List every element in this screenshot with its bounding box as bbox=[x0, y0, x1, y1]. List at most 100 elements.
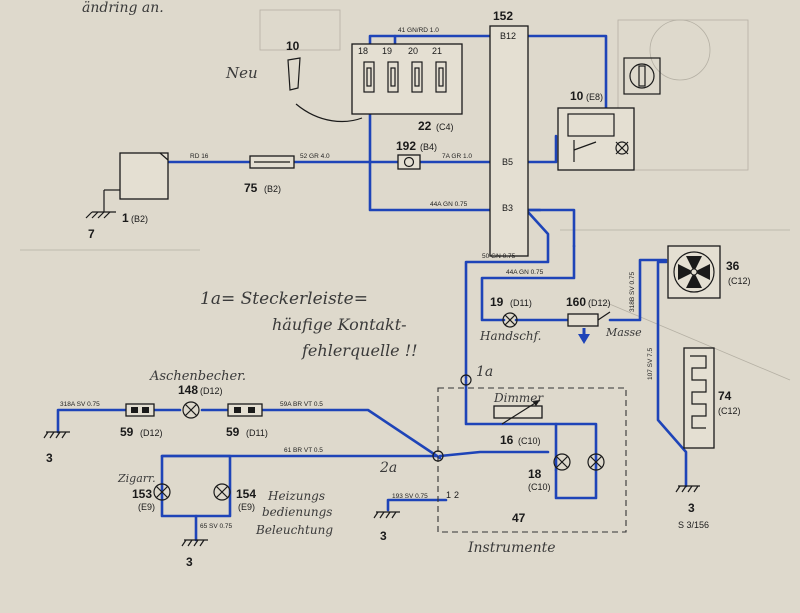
neu-note: Neu bbox=[225, 64, 258, 82]
lamp-18-num: 18 bbox=[528, 467, 542, 481]
masse-note: Masse bbox=[605, 326, 642, 339]
item-10-small: 10 Neu bbox=[225, 39, 363, 123]
fuse-label-19: 19 bbox=[382, 46, 392, 56]
heater-74: 74 (C12) bbox=[683, 347, 741, 449]
lamp-19-num: 19 bbox=[490, 295, 504, 309]
ghost-background bbox=[20, 9, 791, 381]
fan-36: 36 (C12) bbox=[667, 245, 751, 299]
label-w318b: 318B SV 0.75 bbox=[629, 272, 636, 312]
note-line2: häufige Kontakt- bbox=[272, 315, 407, 334]
lamp-154-num: 154 bbox=[236, 487, 256, 501]
heater-74-num: 74 bbox=[718, 389, 732, 403]
switch-10: 10 (E8) bbox=[557, 57, 661, 171]
lamp-148-code: (D12) bbox=[200, 386, 223, 396]
wire-153-154 bbox=[160, 454, 232, 518]
ground-ref: S 3/156 bbox=[678, 520, 709, 530]
wire-41 bbox=[368, 34, 397, 50]
aschenbecher-note: Aschenbecher. bbox=[149, 369, 246, 384]
switch-160-num: 160 bbox=[566, 295, 586, 309]
label-rd16: RD 16 bbox=[190, 153, 209, 160]
lamp-148-num: 148 bbox=[178, 383, 198, 397]
label-w52: 52 GR 4.0 bbox=[300, 153, 330, 160]
fuse-label-21: 21 bbox=[432, 46, 442, 56]
connector-152: 152 B12 B5 B3 bbox=[489, 9, 529, 257]
item-10-small-num: 10 bbox=[286, 39, 300, 53]
label-w44a-top: 44A GN 0.75 bbox=[430, 201, 468, 208]
connector-59-d11-code: (D11) bbox=[246, 428, 268, 438]
top-handwriting: ändring an. bbox=[82, 0, 164, 16]
connector-59-d12-num: 59 bbox=[120, 425, 134, 439]
dimmer-16: 16 (C10) Dimmer bbox=[493, 391, 544, 447]
ground-left: 3 bbox=[43, 431, 70, 465]
fan-36-num: 36 bbox=[726, 259, 740, 273]
ground-mid-label: 3 bbox=[380, 529, 387, 543]
lamp-154-code: (E9) bbox=[238, 502, 255, 512]
wire-44a-mid bbox=[464, 210, 550, 380]
switch-10-num: 10 bbox=[570, 89, 584, 103]
heiz-line2: bedienungs bbox=[262, 505, 332, 519]
instrumente-note: Instrumente bbox=[467, 540, 556, 556]
note-line1: 1a= Steckerleiste= bbox=[200, 289, 368, 309]
pin-b5: B5 bbox=[502, 157, 513, 167]
lamp-19-code: (D11) bbox=[510, 298, 532, 308]
fuse-box-code: (C4) bbox=[436, 122, 454, 132]
label-w41: 41 GN/RD 1.0 bbox=[398, 27, 439, 34]
label-w44a-mid: 44A GN 0.75 bbox=[506, 269, 544, 276]
dimmer-num: 16 bbox=[500, 433, 514, 447]
switch-10-code: (E8) bbox=[586, 92, 603, 102]
wire-41-b bbox=[393, 34, 608, 112]
handschf-note: Handschf. bbox=[479, 329, 541, 343]
instruments-47: 47 Instrumente bbox=[437, 387, 627, 556]
dimmer-note: Dimmer bbox=[493, 391, 544, 405]
lamp-148: 148 (D12) Aschenbecher. bbox=[149, 369, 246, 419]
battery: 1 (B2) 7 bbox=[85, 152, 169, 241]
wire-7a bbox=[418, 134, 558, 164]
instruments-num: 47 bbox=[512, 511, 526, 525]
ground-bottom-label: 3 bbox=[186, 555, 193, 569]
part-192-code: (B4) bbox=[420, 142, 437, 152]
lamp-153-code: (E9) bbox=[138, 502, 155, 512]
wire-dimmer-to-2a bbox=[554, 422, 598, 462]
label-w318a: 318A SV 0.75 bbox=[60, 401, 100, 408]
label-w107: 107 SV 7.5 bbox=[647, 347, 654, 380]
label-w59a: 59A BR VT 0.5 bbox=[280, 401, 323, 408]
wire-1a-down bbox=[464, 378, 558, 472]
connector-59-d11-num: 59 bbox=[226, 425, 240, 439]
lamp-18-code: (C10) bbox=[528, 482, 551, 492]
fuse-75: 75 (B2) bbox=[244, 155, 295, 195]
battery-code: (B2) bbox=[131, 214, 148, 224]
ground-mid: 3 bbox=[373, 511, 400, 543]
wire-44a-lamp bbox=[480, 244, 576, 322]
wire-labels: 41 GN/RD 1.0 RD 16 52 GR 4.0 7A GR 1.0 4… bbox=[60, 27, 654, 530]
ground-bottom: 3 bbox=[181, 539, 208, 569]
heater-74-code: (C12) bbox=[718, 406, 741, 416]
wire-59a bbox=[260, 408, 442, 460]
fuse-label-20: 20 bbox=[408, 46, 418, 56]
fuse-label-18: 18 bbox=[358, 46, 368, 56]
connector-59-d11: 59 (D11) bbox=[226, 403, 268, 439]
wire-318a bbox=[56, 408, 128, 434]
marker-2a: 2a bbox=[379, 460, 397, 476]
lamp-18: 18 (C10) bbox=[528, 453, 605, 492]
battery-num: 1 bbox=[122, 211, 129, 225]
wire-44a-right bbox=[526, 208, 576, 248]
switch-160-code: (D12) bbox=[588, 298, 611, 308]
fuse-75-num: 75 bbox=[244, 181, 258, 195]
ground-right: 3 S 3/156 bbox=[675, 485, 709, 530]
zigarr-note: Zigarr. bbox=[117, 472, 156, 485]
label-w50: 50 GN 0.75 bbox=[482, 253, 516, 260]
part-192: 192 (B4) bbox=[396, 139, 437, 170]
ground-right-label: 3 bbox=[688, 501, 695, 515]
ground-7-label: 7 bbox=[88, 227, 95, 241]
note-line3: fehlerquelle !! bbox=[301, 341, 418, 360]
label-w193: 193 SV 0.75 bbox=[392, 493, 428, 500]
wire-107 bbox=[656, 260, 688, 488]
wire-trunk bbox=[368, 106, 542, 212]
label-w7a: 7A GR 1.0 bbox=[442, 153, 472, 160]
node-1a: 1a bbox=[460, 364, 493, 386]
lamp-153-num: 153 bbox=[132, 487, 152, 501]
fan-36-code: (C12) bbox=[728, 276, 751, 286]
wire-2a-right bbox=[438, 450, 550, 458]
lamp-153: 153 (E9) Zigarr. bbox=[117, 472, 171, 512]
